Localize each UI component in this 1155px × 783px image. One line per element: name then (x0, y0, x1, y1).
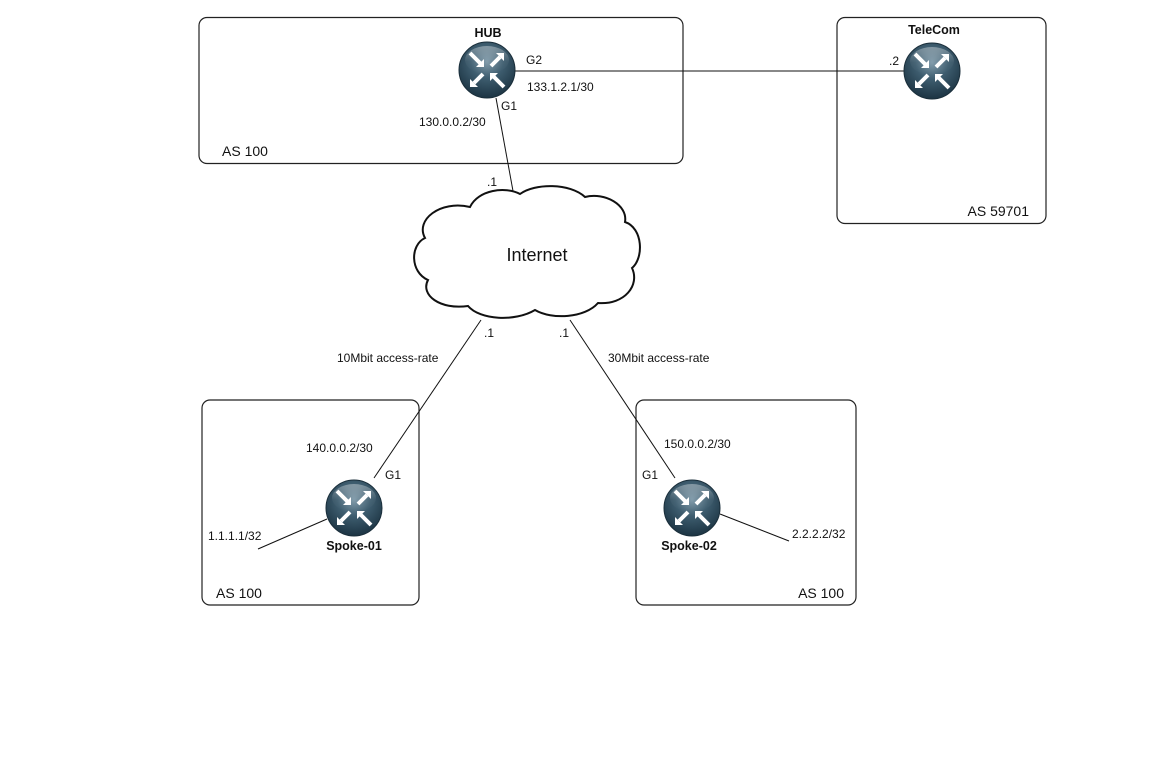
spoke02-g1-interface-label: G1 (642, 468, 658, 482)
spoke02-label: Spoke-02 (661, 539, 717, 553)
spoke02-g1-ip-label: 150.0.0.2/30 (664, 437, 731, 451)
spoke02-access-rate-label: 30Mbit access-rate (608, 351, 710, 365)
hub-g1-interface-label: G1 (501, 99, 517, 113)
spoke02-as-label: AS 100 (798, 585, 844, 601)
telecom-ip-label: .2 (889, 54, 899, 68)
hub-g2-interface-label: G2 (526, 53, 542, 67)
hub-as-area (198, 16, 684, 165)
internet-label: Internet (506, 245, 567, 265)
hub-as-label: AS 100 (222, 143, 268, 159)
link-spoke02-loopback[interactable] (719, 513, 790, 542)
link-hub-internet[interactable] (495, 97, 514, 192)
spoke02-as-area (635, 399, 857, 606)
spoke01-as-label: AS 100 (216, 585, 262, 601)
internet-spoke02-ip-label: .1 (559, 326, 569, 340)
spoke01-g1-ip-label: 140.0.0.2/30 (306, 441, 373, 455)
internet-cloud-icon[interactable] (413, 185, 641, 319)
telecom-router-icon[interactable] (902, 41, 962, 101)
spoke01-access-rate-label: 10Mbit access-rate (337, 351, 439, 365)
spoke01-label: Spoke-01 (326, 539, 382, 553)
spoke02-loopback-label: 2.2.2.2/32 (792, 527, 846, 541)
telecom-as-area (836, 16, 1047, 225)
link-spoke01-loopback[interactable] (257, 518, 328, 550)
hub-router-icon[interactable] (457, 40, 517, 100)
internet-hub-ip-label: .1 (487, 175, 497, 189)
telecom-label: TeleCom (908, 23, 960, 37)
internet-spoke01-ip-label: .1 (484, 326, 494, 340)
hub-g1-ip-label: 130.0.0.2/30 (419, 115, 486, 129)
spoke02-router-icon[interactable] (662, 478, 722, 538)
spoke01-router-icon[interactable] (324, 478, 384, 538)
spoke01-as-area (201, 399, 420, 606)
hub-label: HUB (474, 26, 501, 40)
spoke01-loopback-label: 1.1.1.1/32 (208, 529, 262, 543)
telecom-as-label: AS 59701 (968, 203, 1030, 219)
hub-g2-ip-label: 133.1.2.1/30 (527, 80, 594, 94)
link-spoke01-internet[interactable] (373, 319, 482, 479)
spoke01-g1-interface-label: G1 (385, 468, 401, 482)
link-spoke02-internet[interactable] (569, 319, 676, 479)
